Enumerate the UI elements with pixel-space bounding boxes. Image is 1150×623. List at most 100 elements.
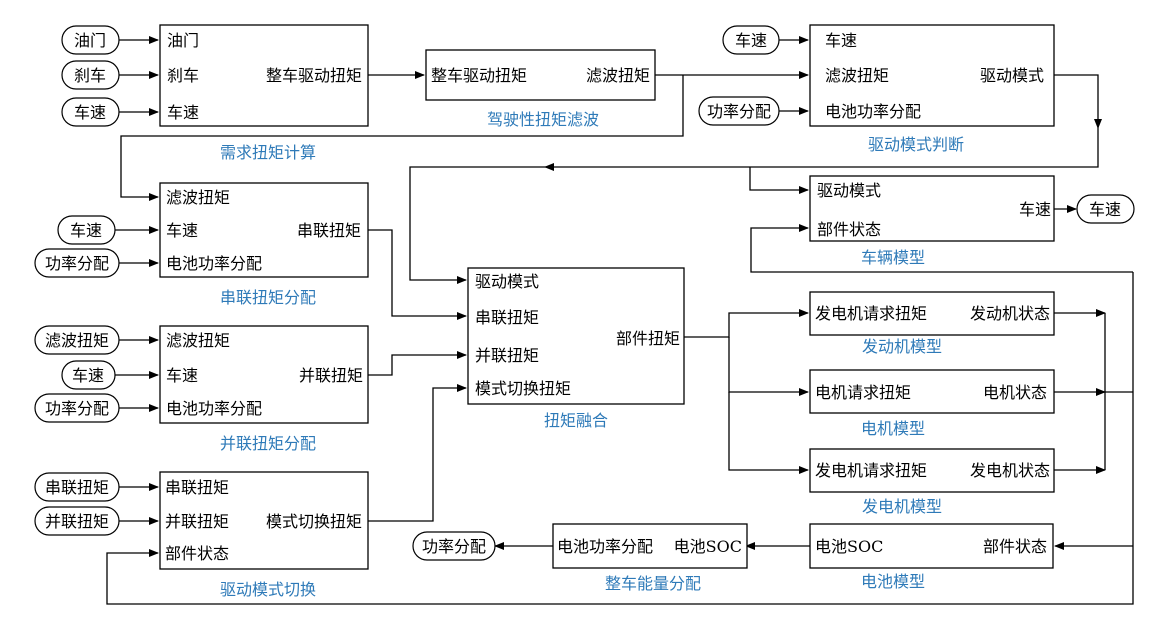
wire-mode-to-fusion xyxy=(409,166,545,284)
port-in-drive-mode: 驱动模式 xyxy=(817,181,881,200)
svg-text:功率分配: 功率分配 xyxy=(707,102,771,121)
port-out-generator-state: 发电机状态 xyxy=(970,461,1050,480)
port-in-parallel-torque: 并联扭矩 xyxy=(165,512,229,531)
port-out-series-torque: 串联扭矩 xyxy=(297,221,361,240)
block-title: 电池模型 xyxy=(861,572,925,591)
block-title: 需求扭矩计算 xyxy=(220,143,316,162)
terminal-parallel-switch: 并联扭矩 xyxy=(34,506,120,536)
block-battery-model: 电池SOC 部件状态 电池模型 xyxy=(809,523,1054,591)
port-in-switch-torque: 模式切换扭矩 xyxy=(475,379,571,398)
svg-text:串联扭矩: 串联扭矩 xyxy=(45,478,109,497)
svg-text:功率分配: 功率分配 xyxy=(45,399,109,418)
wire-state-to-vehicle xyxy=(750,224,1133,273)
port-in-throttle: 油门 xyxy=(167,31,199,50)
wire-state-to-switch xyxy=(106,272,1134,605)
block-title: 串联扭矩分配 xyxy=(220,288,316,307)
wire-mode-out xyxy=(1054,74,1102,129)
connections xyxy=(106,36,1134,605)
svg-text:刹车: 刹车 xyxy=(74,66,106,85)
port-out-switch-torque: 模式切换扭矩 xyxy=(266,512,362,531)
block-demand-torque: 油门 刹车 车速 整车驱动扭矩 需求扭矩计算 xyxy=(159,24,369,162)
terminal-speed-demand: 车速 xyxy=(61,97,120,127)
block-series-torque-allocation: 滤波扭矩 车速 电池功率分配 串联扭矩 串联扭矩分配 xyxy=(159,182,369,307)
block-title: 发电机模型 xyxy=(862,497,942,516)
wire-parallel-to-fusion xyxy=(368,351,467,376)
port-out-motor-state: 电机状态 xyxy=(983,383,1047,402)
port-out-parallel-torque: 并联扭矩 xyxy=(299,366,363,385)
port-in-brake: 刹车 xyxy=(167,66,199,85)
port-in-speed: 车速 xyxy=(166,366,198,385)
port-out-component-torque: 部件扭矩 xyxy=(616,329,680,348)
port-out-drive-mode: 驱动模式 xyxy=(980,66,1044,85)
port-out-speed: 车速 xyxy=(1019,200,1051,219)
wire-switch-to-fusion xyxy=(368,384,467,522)
block-drivability-filter: 整车驱动扭矩 滤波扭矩 驾驶性扭矩滤波 xyxy=(425,49,656,129)
wire-filter-to-series xyxy=(120,75,684,201)
block-title: 扭矩融合 xyxy=(544,411,608,430)
block-parallel-torque-allocation: 滤波扭矩 车速 电池功率分配 并联扭矩 并联扭矩分配 xyxy=(159,325,369,453)
terminal-power-parallel: 功率分配 xyxy=(34,393,120,423)
port-in-filtered-torque: 滤波扭矩 xyxy=(166,188,230,207)
wire-mode-to-vehicle xyxy=(749,167,809,194)
port-in-battery-soc: 电池SOC xyxy=(674,537,742,556)
port-in-filtered-torque: 滤波扭矩 xyxy=(166,331,230,350)
wire-fusion-to-generator xyxy=(728,392,809,474)
terminal-speed-vehicle-out: 车速 xyxy=(1076,194,1135,224)
port-in-component-state: 部件状态 xyxy=(983,537,1047,556)
port-in-request-torque: 发电机请求扭矩 xyxy=(815,304,927,323)
port-in-drive-mode: 驱动模式 xyxy=(475,272,539,291)
wire-mode-return xyxy=(544,128,1099,171)
block-title: 驱动模式切换 xyxy=(220,580,316,599)
svg-text:车速: 车速 xyxy=(735,31,767,50)
block-title: 驾驶性扭矩滤波 xyxy=(487,110,599,129)
svg-text:车速: 车速 xyxy=(74,103,106,122)
terminal-power-mode: 功率分配 xyxy=(698,96,780,126)
wire-fusion-to-motor xyxy=(728,337,809,396)
block-energy-allocation: 电池功率分配 电池SOC 整车能量分配 xyxy=(552,523,748,593)
svg-text:并联扭矩: 并联扭矩 xyxy=(45,512,109,531)
port-in-speed: 车速 xyxy=(167,103,199,122)
port-out-total-torque: 整车驱动扭矩 xyxy=(266,66,362,85)
port-out-battery-soc: 电池SOC xyxy=(815,537,883,556)
terminal-speed-parallel: 车速 xyxy=(61,360,116,390)
svg-text:车速: 车速 xyxy=(70,221,102,240)
port-out-filtered-torque: 滤波扭矩 xyxy=(586,66,650,85)
block-title: 驱动模式判断 xyxy=(868,135,964,154)
block-title: 整车能量分配 xyxy=(605,574,701,593)
block-title: 发动机模型 xyxy=(862,337,942,356)
wire-series-to-fusion xyxy=(368,229,467,320)
block-title: 车辆模型 xyxy=(861,248,925,267)
terminal-speed-series: 车速 xyxy=(57,215,116,245)
terminal-brake: 刹车 xyxy=(61,60,120,90)
block-title: 电机模型 xyxy=(861,419,925,438)
terminal-series-switch: 串联扭矩 xyxy=(34,472,120,502)
terminal-throttle: 油门 xyxy=(61,25,120,55)
terminal-power-series: 功率分配 xyxy=(34,248,120,278)
block-vehicle-model: 驱动模式 部件状态 车速 车辆模型 xyxy=(809,175,1055,267)
port-in-series-torque: 串联扭矩 xyxy=(475,308,539,327)
port-in-component-state: 部件状态 xyxy=(165,544,229,563)
svg-text:油门: 油门 xyxy=(74,31,106,50)
port-in-battery-power: 电池功率分配 xyxy=(166,254,262,273)
block-generator-model: 发电机请求扭矩 发电机状态 发电机模型 xyxy=(809,448,1055,516)
svg-text:滤波扭矩: 滤波扭矩 xyxy=(45,331,109,350)
port-in-speed: 车速 xyxy=(166,221,198,240)
port-in-component-state: 部件状态 xyxy=(817,220,881,239)
port-out-engine-state: 发动机状态 xyxy=(970,304,1050,323)
port-in-battery-power: 电池功率分配 xyxy=(825,102,921,121)
block-title: 并联扭矩分配 xyxy=(220,434,316,453)
wire-fusion-to-engine xyxy=(684,309,809,338)
port-in-parallel-torque: 并联扭矩 xyxy=(475,346,539,365)
terminal-power-energy-out: 功率分配 xyxy=(412,531,496,561)
port-in-total-torque: 整车驱动扭矩 xyxy=(431,66,527,85)
terminal-speed-mode: 车速 xyxy=(722,25,780,55)
block-drive-mode-judge: 车速 滤波扭矩 电池功率分配 驱动模式 驱动模式判断 xyxy=(809,24,1055,154)
terminal-filter-parallel: 滤波扭矩 xyxy=(34,325,120,355)
svg-text:车速: 车速 xyxy=(72,366,104,385)
port-out-battery-power: 电池功率分配 xyxy=(557,537,653,556)
block-motor-model: 电机请求扭矩 电机状态 电机模型 xyxy=(809,369,1055,438)
svg-text:车速: 车速 xyxy=(1089,200,1121,219)
port-in-speed: 车速 xyxy=(825,31,857,50)
port-in-series-torque: 串联扭矩 xyxy=(165,478,229,497)
